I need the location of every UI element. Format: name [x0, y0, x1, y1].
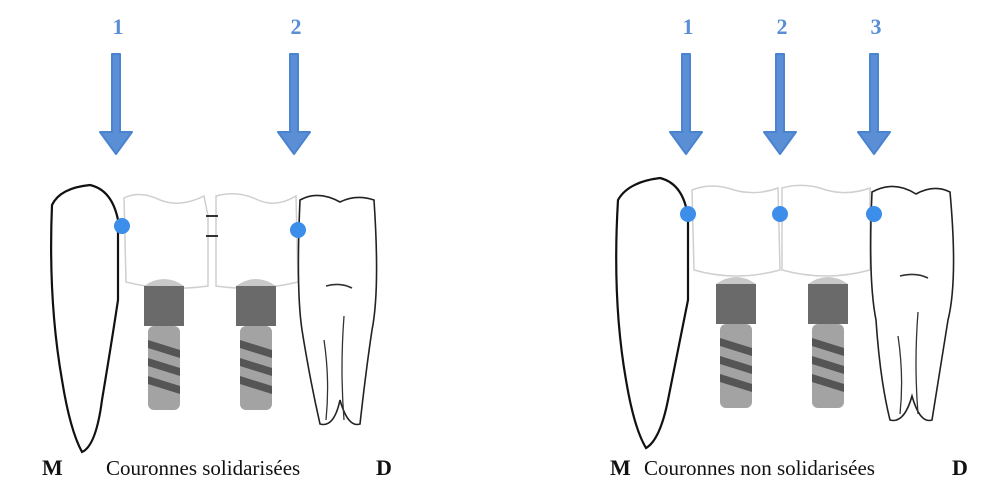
- right-arrow-2-label: 2: [767, 14, 797, 40]
- right-contact-dot-2: [772, 206, 788, 222]
- left-panel: [51, 54, 376, 452]
- left-mesial-label: M: [42, 455, 63, 481]
- right-mesial-tooth: [616, 178, 688, 448]
- left-caption: Couronnes solidarisées: [106, 456, 300, 481]
- right-arrow-2: [764, 54, 796, 154]
- left-implant-2: [236, 279, 276, 410]
- right-panel: [616, 54, 953, 448]
- left-arrow-1-label: 1: [103, 14, 133, 40]
- right-arrow-1-label: 1: [673, 14, 703, 40]
- left-crown-2: [216, 194, 298, 289]
- right-arrow-3-label: 3: [861, 14, 891, 40]
- right-contact-dot-1: [680, 206, 696, 222]
- left-crown-1: [124, 194, 208, 288]
- right-mesial-label: M: [610, 455, 631, 481]
- right-implant-2: [808, 277, 848, 408]
- left-mesial-tooth: [51, 185, 118, 452]
- left-distal-tooth: [298, 195, 376, 424]
- right-caption: Couronnes non solidarisées: [644, 456, 875, 481]
- left-contact-dot-2: [290, 222, 306, 238]
- right-arrow-1: [670, 54, 702, 154]
- right-crown-2: [782, 185, 870, 276]
- right-arrow-3: [858, 54, 890, 154]
- left-contact-dot-1: [114, 218, 130, 234]
- left-distal-label: D: [376, 455, 392, 481]
- left-arrow-2: [278, 54, 310, 154]
- left-arrow-1: [100, 54, 132, 154]
- right-crown-1: [692, 186, 780, 276]
- right-contact-dot-3: [866, 206, 882, 222]
- right-implant-1: [716, 277, 756, 408]
- right-distal-label: D: [952, 455, 968, 481]
- left-arrow-2-label: 2: [281, 14, 311, 40]
- right-distal-tooth: [871, 186, 954, 420]
- left-implant-1: [144, 279, 184, 410]
